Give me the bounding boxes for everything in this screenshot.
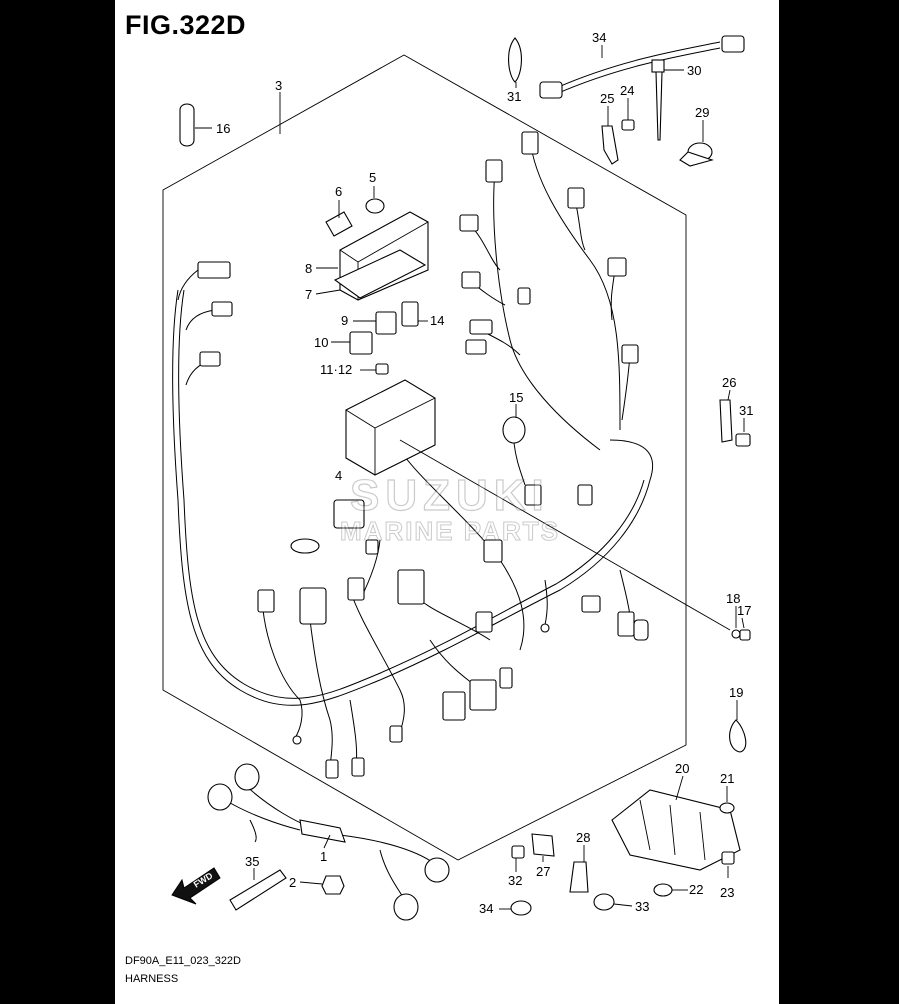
callout-31-upper: 31 — [739, 403, 753, 418]
callout-20: 21 — [720, 771, 734, 786]
callout-27: 28 — [576, 830, 590, 845]
nut-16 — [739, 629, 751, 641]
clamp-33 — [510, 900, 532, 916]
callout-25: 26 — [722, 375, 736, 390]
leader-lines — [195, 45, 745, 910]
callout-11-12: 11·12 — [320, 362, 352, 377]
washer-17 — [731, 629, 741, 639]
callout-32: 33 — [635, 899, 649, 914]
callout-6: 6 — [335, 184, 342, 199]
assembly-outline — [162, 54, 687, 861]
harness-connectors — [197, 131, 649, 779]
callout-labels: 3 16 6 5 8 7 9 14 10 11·12 4 15 34 30 31… — [216, 30, 753, 916]
band-30 — [508, 37, 522, 83]
callout-10: 10 — [314, 335, 328, 350]
cap-15 — [179, 103, 195, 147]
callout-14: 15 — [509, 390, 523, 405]
grommet-21 — [653, 883, 673, 897]
callout-33: 34 — [479, 901, 493, 916]
callout-15: 16 — [216, 121, 230, 136]
callout-22: 23 — [720, 885, 734, 900]
sub-harness-34 — [539, 35, 745, 99]
clamp-32 — [593, 893, 615, 911]
relay-box-8 — [325, 198, 429, 375]
figure-caption: HARNESS — [125, 973, 179, 985]
bolt-23 — [621, 119, 635, 131]
bracket-24 — [601, 125, 619, 165]
fuse-box-4 — [290, 379, 436, 554]
callout-19: 20 — [675, 761, 689, 776]
cable-tie-29 — [651, 59, 665, 141]
watermark-brand: SUZUKI — [350, 471, 550, 520]
bolt-31-upper — [735, 433, 751, 447]
sensor-14 — [502, 416, 526, 486]
callout-4: 4 — [335, 468, 342, 483]
callout-26: 27 — [536, 864, 550, 879]
screw-22 — [721, 851, 735, 865]
callout-1: 1 — [320, 849, 327, 864]
figure-title: FIG.322D — [125, 10, 247, 40]
callout-16: 17 — [737, 603, 751, 618]
callout-21: 22 — [689, 882, 703, 897]
bracket-25 — [719, 399, 733, 443]
callout-29: 30 — [687, 63, 701, 78]
callout-2: 2 — [289, 875, 296, 890]
fwd-arrow-icon: FWD — [171, 867, 221, 905]
callout-34: 34 — [592, 30, 606, 45]
callout-28: 29 — [695, 105, 709, 120]
callout-18: 19 — [729, 685, 743, 700]
callout-24: 25 — [600, 91, 614, 106]
callout-30: 31 — [507, 89, 521, 104]
watermark: SUZUKI MARINE PARTS — [340, 470, 560, 546]
bolt-31-lower — [511, 845, 525, 859]
boot-harness-1 — [207, 763, 450, 921]
bracket-19 — [611, 789, 741, 871]
plate-26 — [531, 833, 555, 857]
callout-31-lower: 32 — [508, 873, 522, 888]
figure-code: DF90A_E11_023_322D — [125, 955, 241, 967]
callout-13: 14 — [430, 313, 444, 328]
callout-9: 9 — [341, 313, 348, 328]
callout-23: 24 — [620, 83, 634, 98]
nut-2 — [321, 875, 345, 895]
callout-7: 7 — [305, 287, 312, 302]
clamp-28 — [679, 142, 714, 167]
callout-5: 5 — [369, 170, 376, 185]
plate-27 — [569, 861, 589, 893]
tube-35 — [229, 869, 287, 911]
callout-8: 8 — [305, 261, 312, 276]
callout-35: 35 — [245, 854, 259, 869]
washer-20 — [719, 802, 735, 814]
watermark-subtitle: MARINE PARTS — [340, 516, 560, 546]
callout-17: 18 — [726, 591, 740, 606]
clip-18 — [729, 719, 747, 753]
callout-3: 3 — [275, 78, 282, 93]
